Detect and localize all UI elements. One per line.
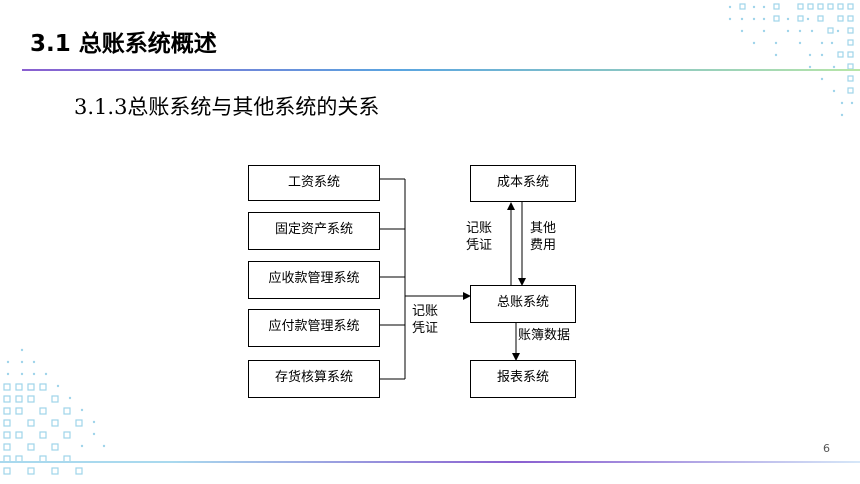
label-voucher-left: 记账 凭证 bbox=[412, 303, 438, 337]
page-number: 6 bbox=[823, 442, 830, 455]
node-inventory-system: 存货核算系统 bbox=[248, 360, 380, 398]
label-ledger-data: 账簿数据 bbox=[518, 328, 571, 343]
label-voucher-up: 记账 凭证 bbox=[466, 220, 492, 254]
label-voucher-left-line2: 凭证 bbox=[412, 321, 439, 336]
node-receivables-system: 应收款管理系统 bbox=[248, 261, 380, 299]
label-voucher-up-line2: 凭证 bbox=[466, 238, 493, 253]
label-other-cost: 其他 费用 bbox=[530, 220, 556, 254]
slide-title: 3.1 总账系统概述 bbox=[30, 31, 217, 57]
label-other-cost-line2: 费用 bbox=[530, 238, 557, 253]
node-payables-system: 应付款管理系统 bbox=[248, 309, 380, 347]
decorative-dots-bottom-left bbox=[3, 348, 106, 475]
node-fixed-assets-system: 固定资产系统 bbox=[248, 212, 380, 250]
section-subtitle: 3.1.3总账系统与其他系统的关系 bbox=[74, 95, 380, 119]
node-payroll-system: 工资系统 bbox=[248, 165, 380, 201]
label-other-cost-line1: 其他 bbox=[530, 221, 557, 236]
node-general-ledger-system: 总账系统 bbox=[470, 285, 576, 323]
footer-rule bbox=[0, 461, 860, 463]
label-voucher-up-line1: 记账 bbox=[466, 221, 493, 236]
label-voucher-left-line1: 记账 bbox=[412, 304, 439, 319]
node-report-system: 报表系统 bbox=[470, 360, 576, 398]
decorative-dots-top-right bbox=[728, 3, 854, 117]
title-underline bbox=[22, 69, 860, 71]
node-cost-system: 成本系统 bbox=[470, 165, 576, 202]
